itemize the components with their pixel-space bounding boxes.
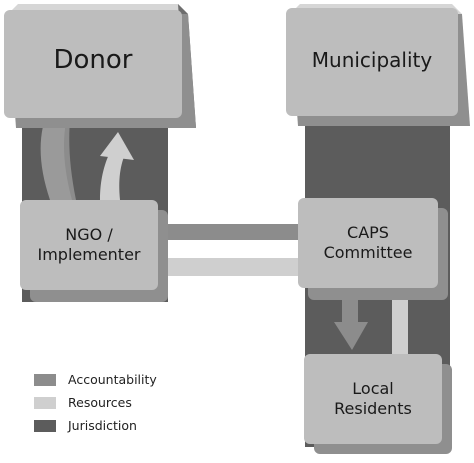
accountability-arrow-caps-to-residents-head bbox=[334, 322, 368, 350]
caps-label-line-2: Committee bbox=[323, 243, 413, 262]
residents-label-line-1: Local bbox=[352, 379, 394, 398]
legend-swatch-resources bbox=[34, 396, 56, 409]
legend-item-resources: Resources bbox=[34, 391, 157, 414]
legend-item-jurisdiction: Jurisdiction bbox=[34, 414, 157, 437]
resources-band-ngo-caps bbox=[150, 258, 310, 276]
caps-label-line-1: CAPS bbox=[347, 223, 389, 242]
legend: Accountability Resources Jurisdiction bbox=[34, 368, 157, 437]
accountability-arrow-caps-to-residents-shaft bbox=[342, 296, 358, 326]
caps-box[interactable] bbox=[298, 198, 448, 300]
donor-label: Donor bbox=[4, 10, 182, 110]
ngo-label: NGO / Implementer bbox=[20, 200, 158, 290]
legend-label-resources: Resources bbox=[68, 395, 132, 410]
residents-box[interactable] bbox=[304, 354, 452, 454]
residents-label: Local Residents bbox=[304, 354, 442, 444]
accountability-band-ngo-caps bbox=[150, 224, 310, 240]
resources-arrow-donor-to-ngo-head bbox=[100, 132, 134, 160]
accountability-band-ngo-to-donor bbox=[40, 122, 72, 200]
residents-label-line-2: Residents bbox=[334, 399, 412, 418]
legend-item-accountability: Accountability bbox=[34, 368, 157, 391]
legend-swatch-accountability bbox=[34, 373, 56, 386]
ngo-label-line-2: Implementer bbox=[37, 245, 141, 264]
resources-arrow-donor-to-ngo-shaft bbox=[100, 152, 126, 200]
legend-swatch-jurisdiction bbox=[34, 419, 56, 432]
legend-label-accountability: Accountability bbox=[68, 372, 157, 387]
ngo-box[interactable] bbox=[20, 200, 168, 302]
municipality-box[interactable] bbox=[286, 4, 470, 126]
donor-box[interactable] bbox=[4, 4, 196, 128]
municipality-label: Municipality bbox=[286, 8, 458, 112]
caps-label: CAPS Committee bbox=[298, 198, 438, 288]
municipality-label-line: Municipality bbox=[311, 47, 433, 72]
legend-label-jurisdiction: Jurisdiction bbox=[68, 418, 137, 433]
donor-label-line: Donor bbox=[53, 44, 133, 75]
ngo-label-line-1: NGO / bbox=[65, 225, 113, 244]
resources-band-residents-caps bbox=[392, 296, 408, 358]
